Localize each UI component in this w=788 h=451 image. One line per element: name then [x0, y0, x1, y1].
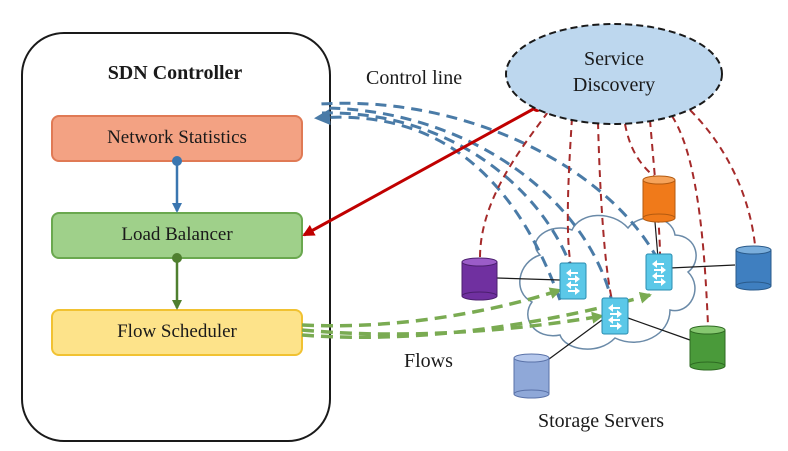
- storage-server-icon: [642, 175, 676, 223]
- service-discovery-line1: Service: [584, 48, 644, 70]
- controller-title: SDN Controller: [107, 62, 243, 84]
- stats-connector-dot: [172, 156, 182, 166]
- flows-label: Flows: [404, 350, 453, 372]
- flow-scheduler-box: [51, 309, 303, 356]
- switch-icon: [601, 297, 629, 335]
- storage-server-icon: [735, 245, 772, 291]
- balancer-connector-dot: [172, 253, 182, 263]
- control-line-label: Control line: [366, 67, 463, 89]
- service-discovery-ellipse: [505, 23, 723, 125]
- storage-server-icon: [461, 257, 498, 301]
- flow-scheduler-label: Flow Scheduler: [117, 321, 237, 342]
- discovery-lines: [479, 109, 756, 326]
- service-discovery-line2: Discovery: [572, 74, 656, 96]
- storage-server-icon: [513, 353, 550, 399]
- switch-icon: [645, 253, 673, 291]
- control-line: [302, 105, 538, 237]
- statistics-lines: [314, 101, 660, 307]
- load-balancer-label: Load Balancer: [121, 224, 233, 245]
- network-statistics-label: Network Statistics: [107, 127, 247, 148]
- storage-servers-label: Storage Servers: [538, 410, 665, 432]
- service-discovery-label: Service Discovery: [504, 46, 724, 98]
- server-links: [496, 221, 736, 363]
- storage-server-icon: [689, 325, 726, 371]
- switch-icon: [559, 262, 587, 300]
